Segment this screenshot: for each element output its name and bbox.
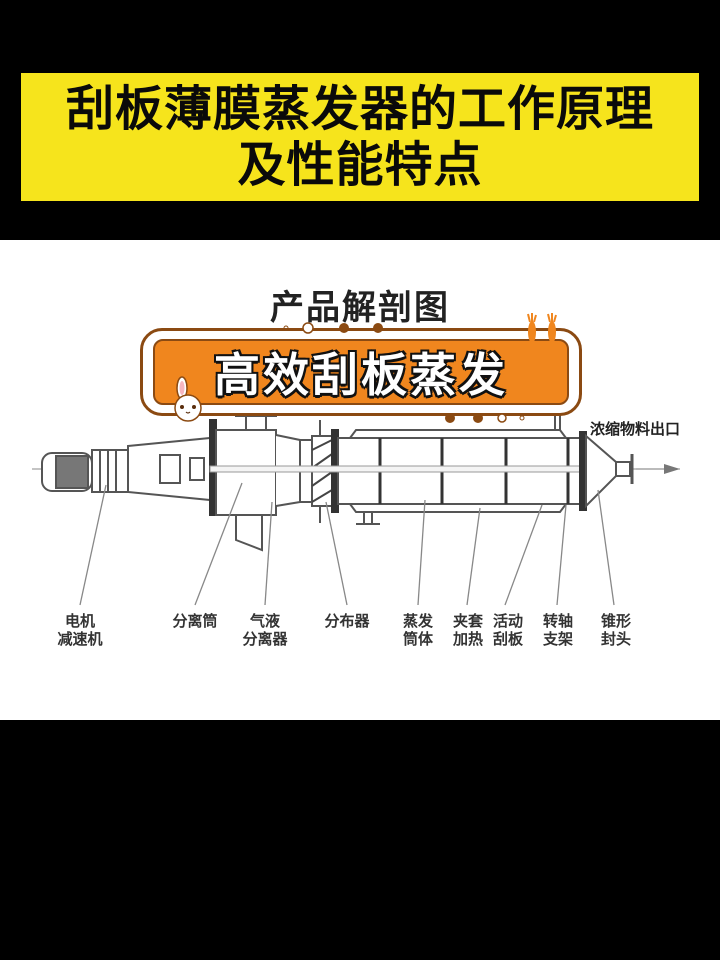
part-label-line: 减速机 [57, 630, 103, 648]
part-label-line: 转轴 [542, 612, 573, 630]
title-line-1: 刮板薄膜蒸发器的工作原理 [65, 81, 654, 137]
bunny-icon [174, 376, 202, 422]
sticker-fill: 高效刮板蒸发 [153, 339, 569, 405]
highlight-sticker: 高效刮板蒸发 [140, 328, 582, 416]
part-label-distributor: 分布器 [314, 612, 380, 630]
part-label-line: 夹套 [452, 612, 483, 630]
part-label-line: 分布器 [324, 612, 370, 630]
title-banner: 刮板薄膜蒸发器的工作原理 及性能特点 [21, 73, 699, 201]
part-label-separator-drum: 分离筒 [160, 612, 230, 630]
part-label-gas-liquid-separator: 气液 分离器 [232, 612, 298, 648]
part-label-jacket-heating: 夹套 加热 [448, 612, 488, 648]
diagram-title: 产品解剖图 [270, 288, 450, 328]
part-label-line: 刮板 [492, 630, 523, 648]
outlet-label: 浓缩物料出口 [590, 420, 681, 438]
product-cutaway-diagram: 产品解剖图 [0, 240, 720, 720]
part-label-line: 支架 [542, 630, 573, 648]
part-label-shaft-support: 转轴 支架 [538, 612, 578, 648]
dots-decoration-bottom [445, 413, 525, 423]
part-label-line: 气液 [249, 612, 280, 630]
part-label-line: 分离筒 [172, 612, 218, 630]
part-label-line: 筒体 [402, 630, 433, 648]
sticker-text: 高效刮板蒸发 [213, 347, 508, 403]
part-label-line: 加热 [452, 630, 483, 648]
title-line-2: 及性能特点 [237, 137, 483, 193]
dots-decoration-top [283, 322, 383, 334]
evaporator-drawing [32, 409, 680, 606]
carrot-icons [527, 313, 557, 343]
part-label-line: 封头 [600, 630, 631, 648]
part-label-movable-scraper: 活动 刮板 [488, 612, 528, 648]
part-label-line: 蒸发 [402, 612, 433, 630]
part-label-line: 活动 [492, 612, 523, 630]
part-label-conical-head: 锥形 封头 [596, 612, 636, 648]
part-label-line: 锥形 [600, 612, 631, 630]
part-label-line: 电机 [64, 612, 95, 630]
part-label-line: 分离器 [242, 630, 288, 648]
part-label-evaporator-shell: 蒸发 筒体 [398, 612, 438, 648]
part-label-motor: 电机 减速机 [50, 612, 110, 648]
